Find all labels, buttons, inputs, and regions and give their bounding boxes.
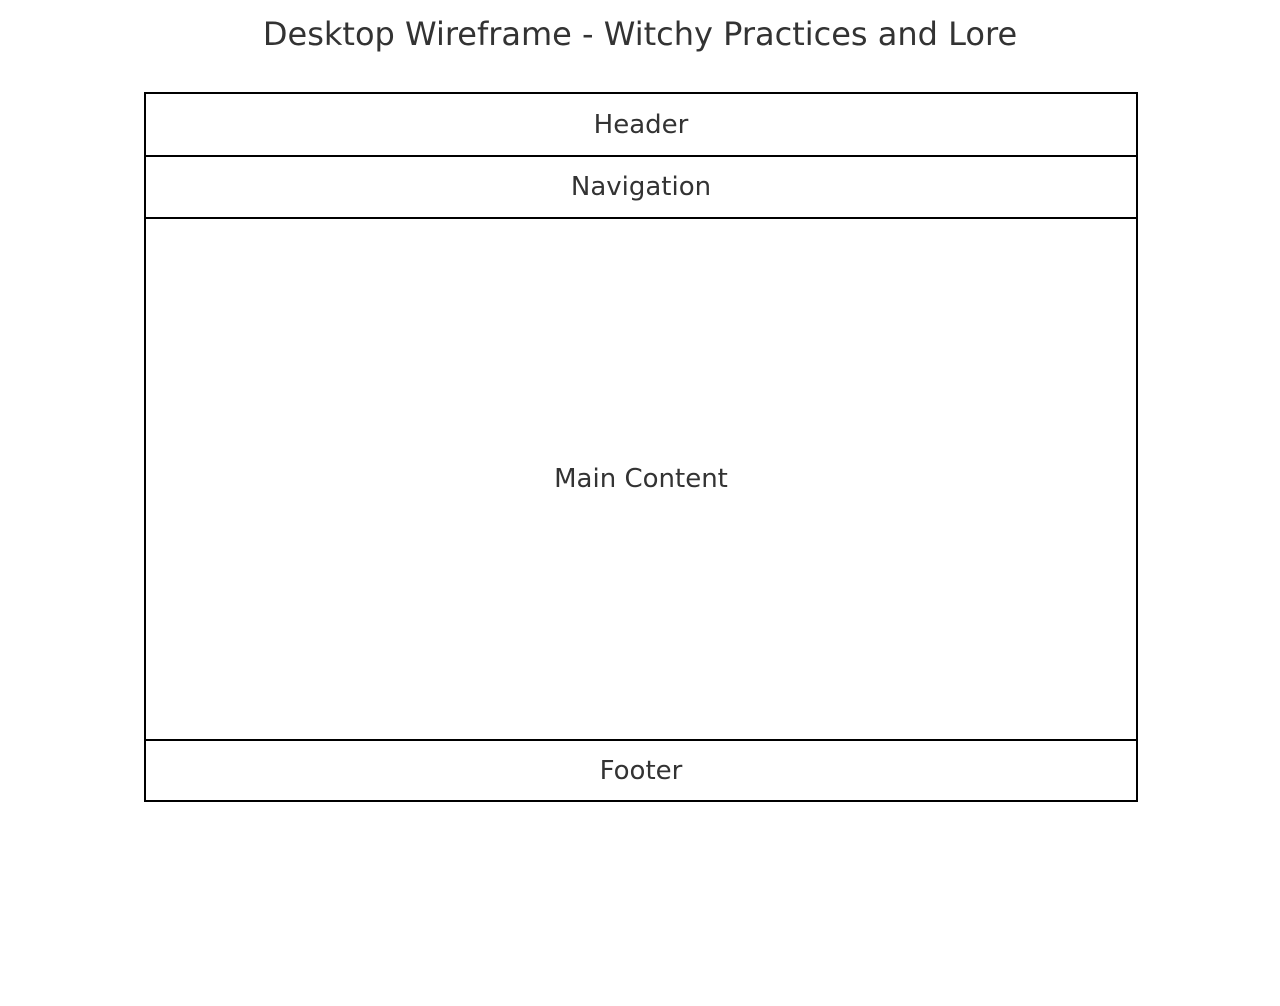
- header-label: Header: [593, 109, 689, 140]
- header-section: Header: [146, 94, 1136, 155]
- wireframe-frame: Header Navigation Main Content Footer: [144, 92, 1138, 802]
- footer-label: Footer: [599, 755, 683, 786]
- footer-section: Footer: [146, 739, 1136, 800]
- navigation-section: Navigation: [146, 155, 1136, 217]
- main-content-section: Main Content: [146, 217, 1136, 739]
- page-title: Desktop Wireframe - Witchy Practices and…: [262, 15, 1018, 53]
- main-content-label: Main Content: [554, 464, 728, 494]
- navigation-label: Navigation: [570, 172, 712, 202]
